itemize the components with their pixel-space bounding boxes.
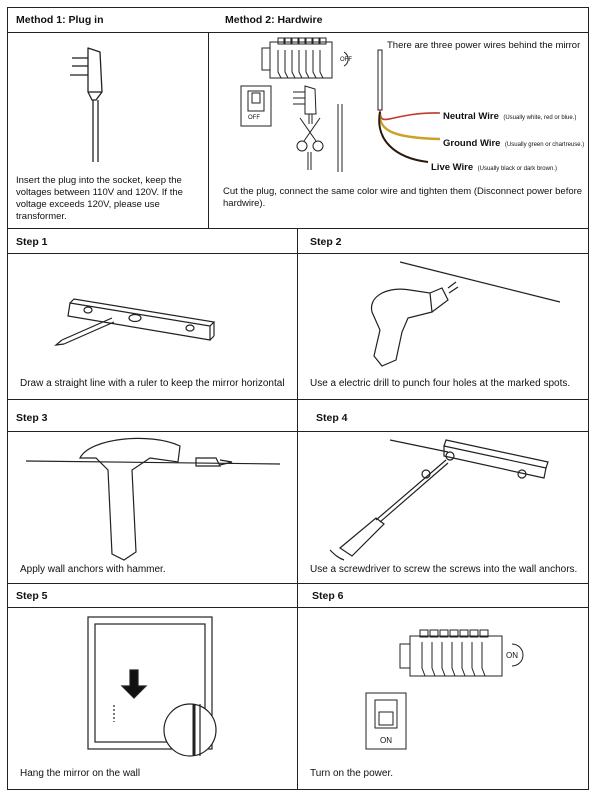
step2-title: Step 2 bbox=[310, 236, 342, 248]
live-wire-label: Live Wire (Usually black or dark brown.) bbox=[431, 157, 557, 175]
ground-wire-label: Ground Wire (Usually green or chartreuse… bbox=[443, 133, 584, 151]
breaker-on-label: ON bbox=[506, 651, 518, 660]
ground-wire-name: Ground Wire bbox=[443, 138, 501, 149]
neutral-wire-label: Neutral Wire (Usually white, red or blue… bbox=[443, 106, 576, 124]
step1-title: Step 1 bbox=[16, 236, 48, 248]
method2-text: Cut the plug, connect the same color wir… bbox=[223, 186, 583, 209]
live-wire-note: (Usually black or dark brown.) bbox=[477, 166, 557, 172]
step3-caption: Apply wall anchors with hammer. bbox=[20, 564, 166, 575]
method1-header: Method 1: Plug in bbox=[16, 14, 104, 26]
step2-caption: Use a electric drill to punch four holes… bbox=[310, 378, 571, 389]
method2-header: Method 2: Hardwire bbox=[225, 14, 323, 26]
step3-title: Step 3 bbox=[16, 412, 48, 424]
method1-text: Insert the plug into the socket, keep th… bbox=[16, 175, 183, 222]
step4-title: Step 4 bbox=[316, 412, 348, 424]
wires-title: There are three power wires behind the m… bbox=[387, 40, 581, 51]
switch-on-label: ON bbox=[380, 736, 392, 745]
step5-caption: Hang the mirror on the wall bbox=[20, 768, 141, 779]
step4-caption: Use a screwdriver to screw the screws in… bbox=[310, 564, 578, 575]
step5-title: Step 5 bbox=[16, 590, 48, 602]
ground-wire-note: (Usually green or chartreuse.) bbox=[504, 142, 585, 148]
step6-title: Step 6 bbox=[312, 590, 344, 602]
neutral-wire-name: Neutral Wire bbox=[443, 111, 499, 122]
live-wire-name: Live Wire bbox=[431, 162, 474, 173]
neutral-wire-note: (Usually white, red or blue.) bbox=[503, 115, 577, 121]
step6-caption: Turn on the power. bbox=[310, 768, 394, 779]
switch-off-label: OFF bbox=[248, 115, 260, 121]
breaker-off-label: OFF bbox=[340, 57, 352, 63]
step1-caption: Draw a straight line with a ruler to kee… bbox=[20, 378, 285, 389]
